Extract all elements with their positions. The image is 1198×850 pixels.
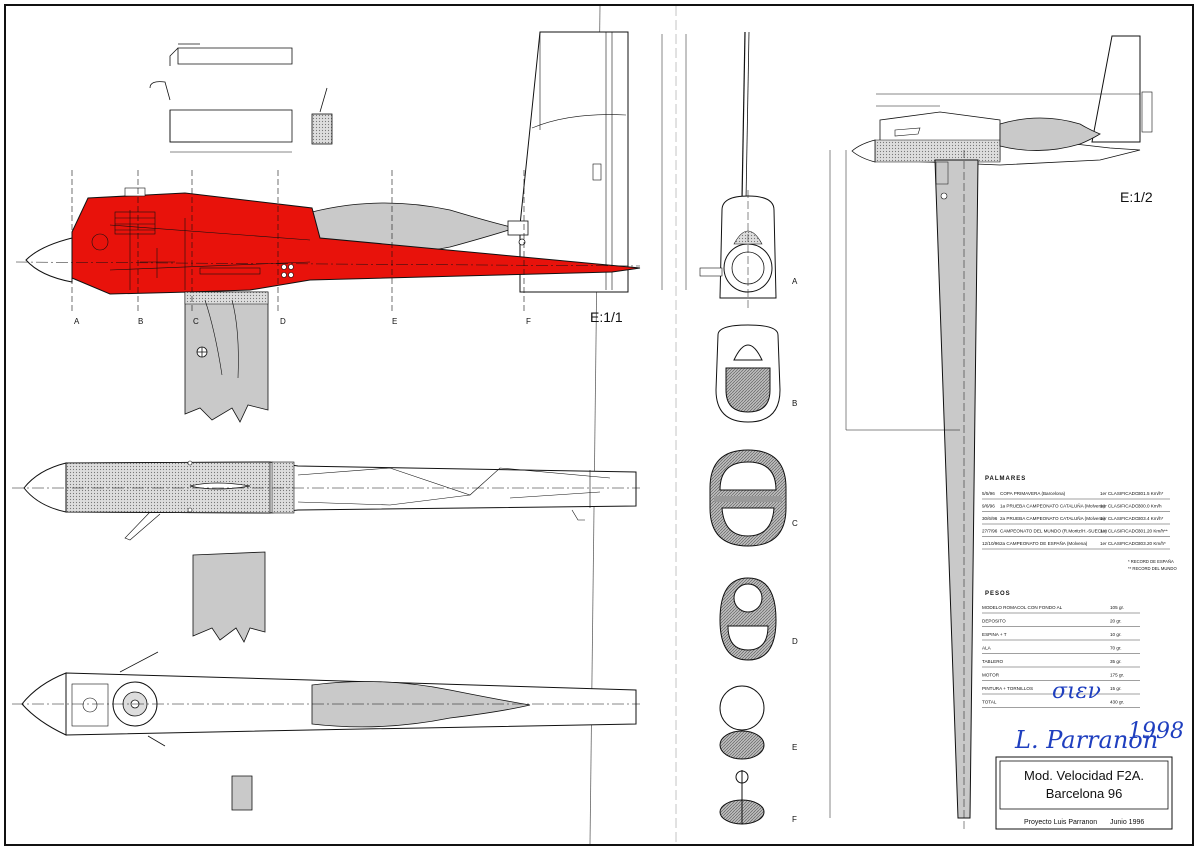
signature-name: L. Parranon [1014, 726, 1158, 754]
fin-half [1091, 35, 1141, 143]
palmares-note: ** RECORD DEL MUNDO [1128, 566, 1177, 571]
palmares-date: 9/6/96 [982, 504, 995, 509]
pesos-weight: 20 gr. [1110, 619, 1122, 624]
signature-word: σιεν [1052, 679, 1101, 704]
half-scale-view [829, 35, 1153, 830]
title-line-2: Barcelona 96 [1046, 786, 1123, 801]
top-view [12, 460, 640, 643]
section-b [715, 324, 781, 423]
pesos-item: ESPINA + T [982, 632, 1007, 637]
palmares-event: COPA PRIMAVERA (Barcelona) [1000, 491, 1066, 496]
section-label-e: E [392, 317, 397, 326]
section-label-a: A [74, 317, 80, 326]
section-label-c: C [193, 317, 199, 326]
title-author: Proyecto Luis Parranon [1024, 819, 1097, 826]
section-lines [71, 170, 525, 312]
palmares-speed: 303.20 Km/h* [1138, 541, 1166, 546]
pesos-weight: 15 gr. [1110, 686, 1122, 691]
pesos-item: MODELO ROMACOL CON FONDO AL [982, 605, 1063, 610]
section-label-b: B [138, 317, 143, 326]
palmares-heading: PALMARES [985, 476, 1026, 482]
pesos-table: MODELO ROMACOL CON FONDO AL 105 gr. DEPOSI… [982, 605, 1140, 708]
palmares-date: 27/7/96 [982, 529, 998, 534]
title-block [995, 756, 1173, 830]
section-label-b-view: B [792, 399, 797, 408]
section-f [719, 770, 765, 825]
pesos-weight: 175 gr. [1110, 673, 1124, 678]
title-date: Junio 1996 [1110, 819, 1144, 826]
palmares-date: 5/5/96 [982, 491, 995, 496]
section-label-c-view: C [792, 519, 798, 528]
palmares-table: 5/5/96 COPA PRIMAVERA (Barcelona) 1er CLAS… [982, 491, 1177, 571]
pesos-weight: 430 gr. [1110, 700, 1124, 705]
palmares-date: 12/10/96 [982, 541, 1000, 546]
fuel-tank-detail [149, 43, 333, 153]
title-line-1: Mod. Velocidad F2A. [1024, 768, 1144, 783]
pesos-weight: 70 gr. [1110, 646, 1122, 651]
side-view [15, 31, 641, 423]
top-wing-stub [192, 551, 266, 643]
wing-half [934, 159, 979, 819]
spinner [25, 237, 73, 283]
front-view [661, 31, 777, 310]
fuselage-red [71, 192, 641, 295]
signature-year: 1998 [1128, 719, 1184, 744]
palmares-event: 2a PRUEBA CAMPEONATO CATALUÑA (Molvena) [1000, 515, 1106, 521]
palmares-speed: 303.4 Km/h* [1138, 516, 1163, 521]
section-e [719, 685, 765, 760]
palmares-place: 1er CLASIFICADO [1100, 504, 1139, 509]
section-d [719, 577, 777, 661]
palmares-event: CAMPEONATO DEL MUNDO (R.Moritz/H.-SUECIA… [1000, 529, 1107, 534]
scale-label-half: E:1/2 [1120, 189, 1153, 205]
pesos-item: ALA [982, 646, 992, 651]
palmares-speed: 301.20 Km/h** [1138, 529, 1168, 534]
pesos-weight: 10 gr. [1110, 632, 1122, 637]
pesos-weight: 105 gr. [1110, 605, 1124, 610]
section-label-e-view: E [792, 743, 797, 752]
section-label-d: D [280, 317, 286, 326]
section-label-f: F [526, 317, 531, 326]
palmares-date: 30/6/96 [982, 516, 998, 521]
palmares-speed: 301.5 Km/h* [1138, 491, 1163, 496]
pesos-item: TABLERO [982, 659, 1004, 664]
palmares-place: 1er CLASIFICADO [1100, 529, 1139, 534]
palmares-place: 1er CLASIFICADO [1100, 541, 1139, 546]
section-c [709, 449, 787, 547]
palmares-place: 1er CLASIFICADO [1100, 516, 1139, 521]
vertical-fin [519, 31, 629, 293]
sheet-border [4, 4, 1194, 846]
scale-label-full: E:1/1 [590, 309, 623, 325]
pesos-item: TOTAL [982, 700, 997, 705]
palmares-event: 2a CAMPEONATO DE ESPAÑA (Molvena) [1000, 540, 1088, 546]
palmares-note: * RECORD DE ESPAÑA [1128, 559, 1174, 564]
front-section-label-a: A [792, 277, 798, 286]
palmares-place: 1er CLASIFICADO [1100, 491, 1139, 496]
pesos-item: MOTOR [982, 673, 1000, 678]
pesos-item: DEPOSITO [982, 619, 1006, 624]
palmares-event: 1a PRUEBA CAMPEONATO CATALUÑA (Molvena) [1000, 503, 1106, 509]
pesos-item: PINTURA + TORNILLOS [982, 686, 1033, 691]
bottom-view [12, 651, 640, 811]
section-label-f-view: F [792, 815, 797, 824]
pesos-heading: PESOS [985, 591, 1011, 597]
section-label-d-view: D [792, 637, 798, 646]
palmares-speed: 300.0 Km/h [1138, 504, 1162, 509]
pesos-weight: 35 gr. [1110, 659, 1122, 664]
wing-side [184, 291, 269, 423]
